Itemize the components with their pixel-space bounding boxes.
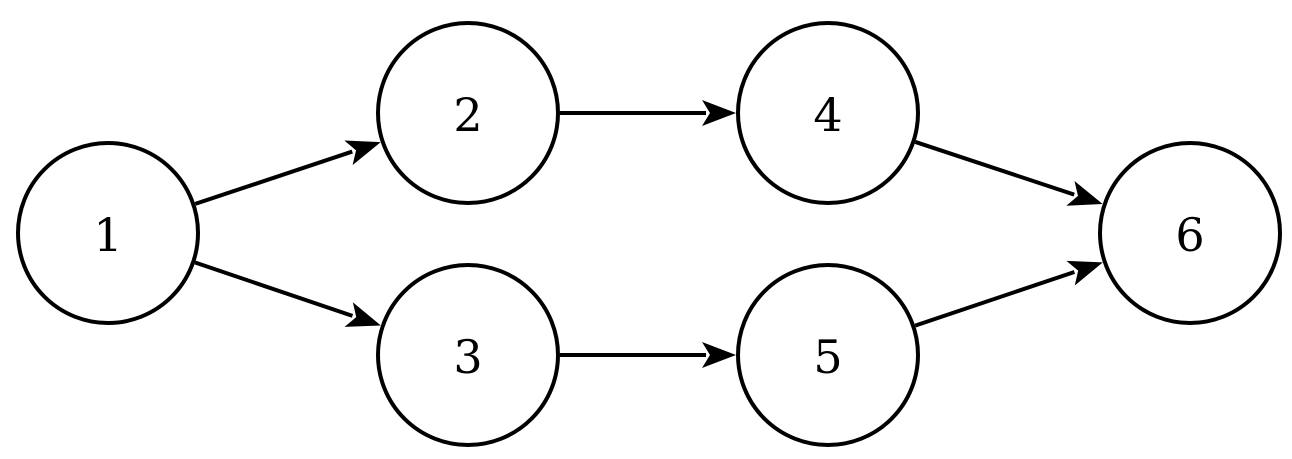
node-5: 5 bbox=[736, 263, 920, 447]
node-label-4: 4 bbox=[813, 88, 842, 142]
arrowhead-4-to-6 bbox=[1066, 181, 1103, 206]
edge-5-to-6 bbox=[914, 270, 1076, 328]
node-label-3: 3 bbox=[453, 330, 482, 384]
edge-1-to-2 bbox=[194, 149, 353, 206]
edges-layer bbox=[194, 100, 1103, 368]
arrowhead-1-to-3 bbox=[344, 302, 381, 327]
arrowhead-1-to-2 bbox=[344, 140, 381, 166]
node-label-5: 5 bbox=[813, 330, 842, 384]
node-6: 6 bbox=[1098, 141, 1282, 325]
node-label-2: 2 bbox=[453, 88, 482, 142]
arrowhead-5-to-6 bbox=[1066, 260, 1103, 286]
node-label-6: 6 bbox=[1175, 208, 1204, 262]
edge-1-to-3 bbox=[194, 260, 354, 318]
node-circle-2 bbox=[376, 21, 560, 205]
edge-4-to-6 bbox=[914, 140, 1075, 197]
node-2: 2 bbox=[376, 21, 560, 205]
node-1: 1 bbox=[16, 141, 200, 325]
node-circle-4 bbox=[736, 21, 920, 205]
arrowhead-2-to-4 bbox=[702, 100, 736, 126]
nodes-layer: 1 2 3 4 5 6 bbox=[16, 21, 1282, 447]
arrowhead-3-to-5 bbox=[702, 342, 736, 368]
node-circle-1 bbox=[16, 141, 200, 325]
node-label-1: 1 bbox=[93, 208, 122, 262]
node-4: 4 bbox=[736, 21, 920, 205]
node-circle-5 bbox=[736, 263, 920, 447]
node-3: 3 bbox=[376, 263, 560, 447]
node-circle-6 bbox=[1098, 141, 1282, 325]
node-circle-3 bbox=[376, 263, 560, 447]
